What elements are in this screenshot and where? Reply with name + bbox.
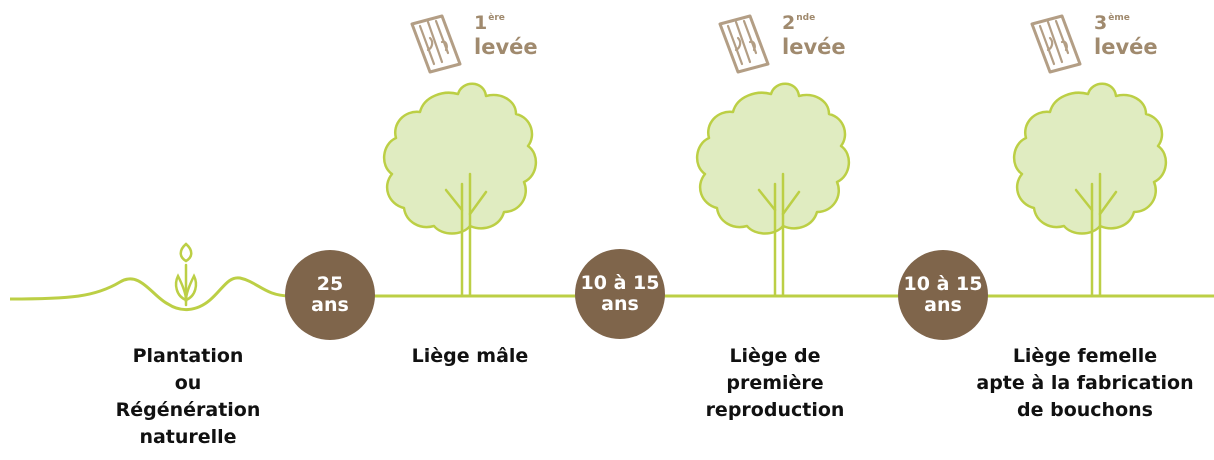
cork-bark-icon (1030, 14, 1082, 74)
harvest-label-2: 2nde levée (782, 12, 846, 59)
tree-icon (696, 82, 850, 298)
interval-badge-10-15-ans: 10 à 15 ans (575, 249, 665, 339)
cork-bark-icon (410, 14, 462, 74)
stage-label-liege-male: Liège mâle (411, 345, 529, 367)
stage-label-plantation: Plantation ou Régénération naturelle (115, 345, 261, 448)
interval-years: 10 à 15 (903, 273, 983, 296)
tree-icon (1013, 82, 1167, 298)
interval-unit: ans (311, 294, 349, 316)
interval-badge-10-15-ans: 10 à 15 ans (898, 250, 988, 340)
interval-unit: ans (601, 293, 639, 315)
tree-icon (383, 82, 537, 298)
seedling-icon (174, 242, 198, 307)
interval-unit: ans (924, 294, 962, 316)
stage-label-liege-femelle: Liège femelle apte à la fabrication de b… (976, 345, 1194, 421)
interval-years: 25 (316, 273, 344, 296)
interval-badge-25-ans: 25 ans (285, 250, 375, 340)
harvest-label-1: 1ère levée (474, 12, 538, 59)
timeline-line (9, 276, 1214, 311)
harvest-label-3: 3ème levée (1094, 12, 1158, 59)
cork-bark-icon (718, 14, 770, 74)
interval-years: 10 à 15 (580, 272, 660, 295)
stage-label-premiere-reproduction: Liège de première reproduction (705, 345, 845, 421)
